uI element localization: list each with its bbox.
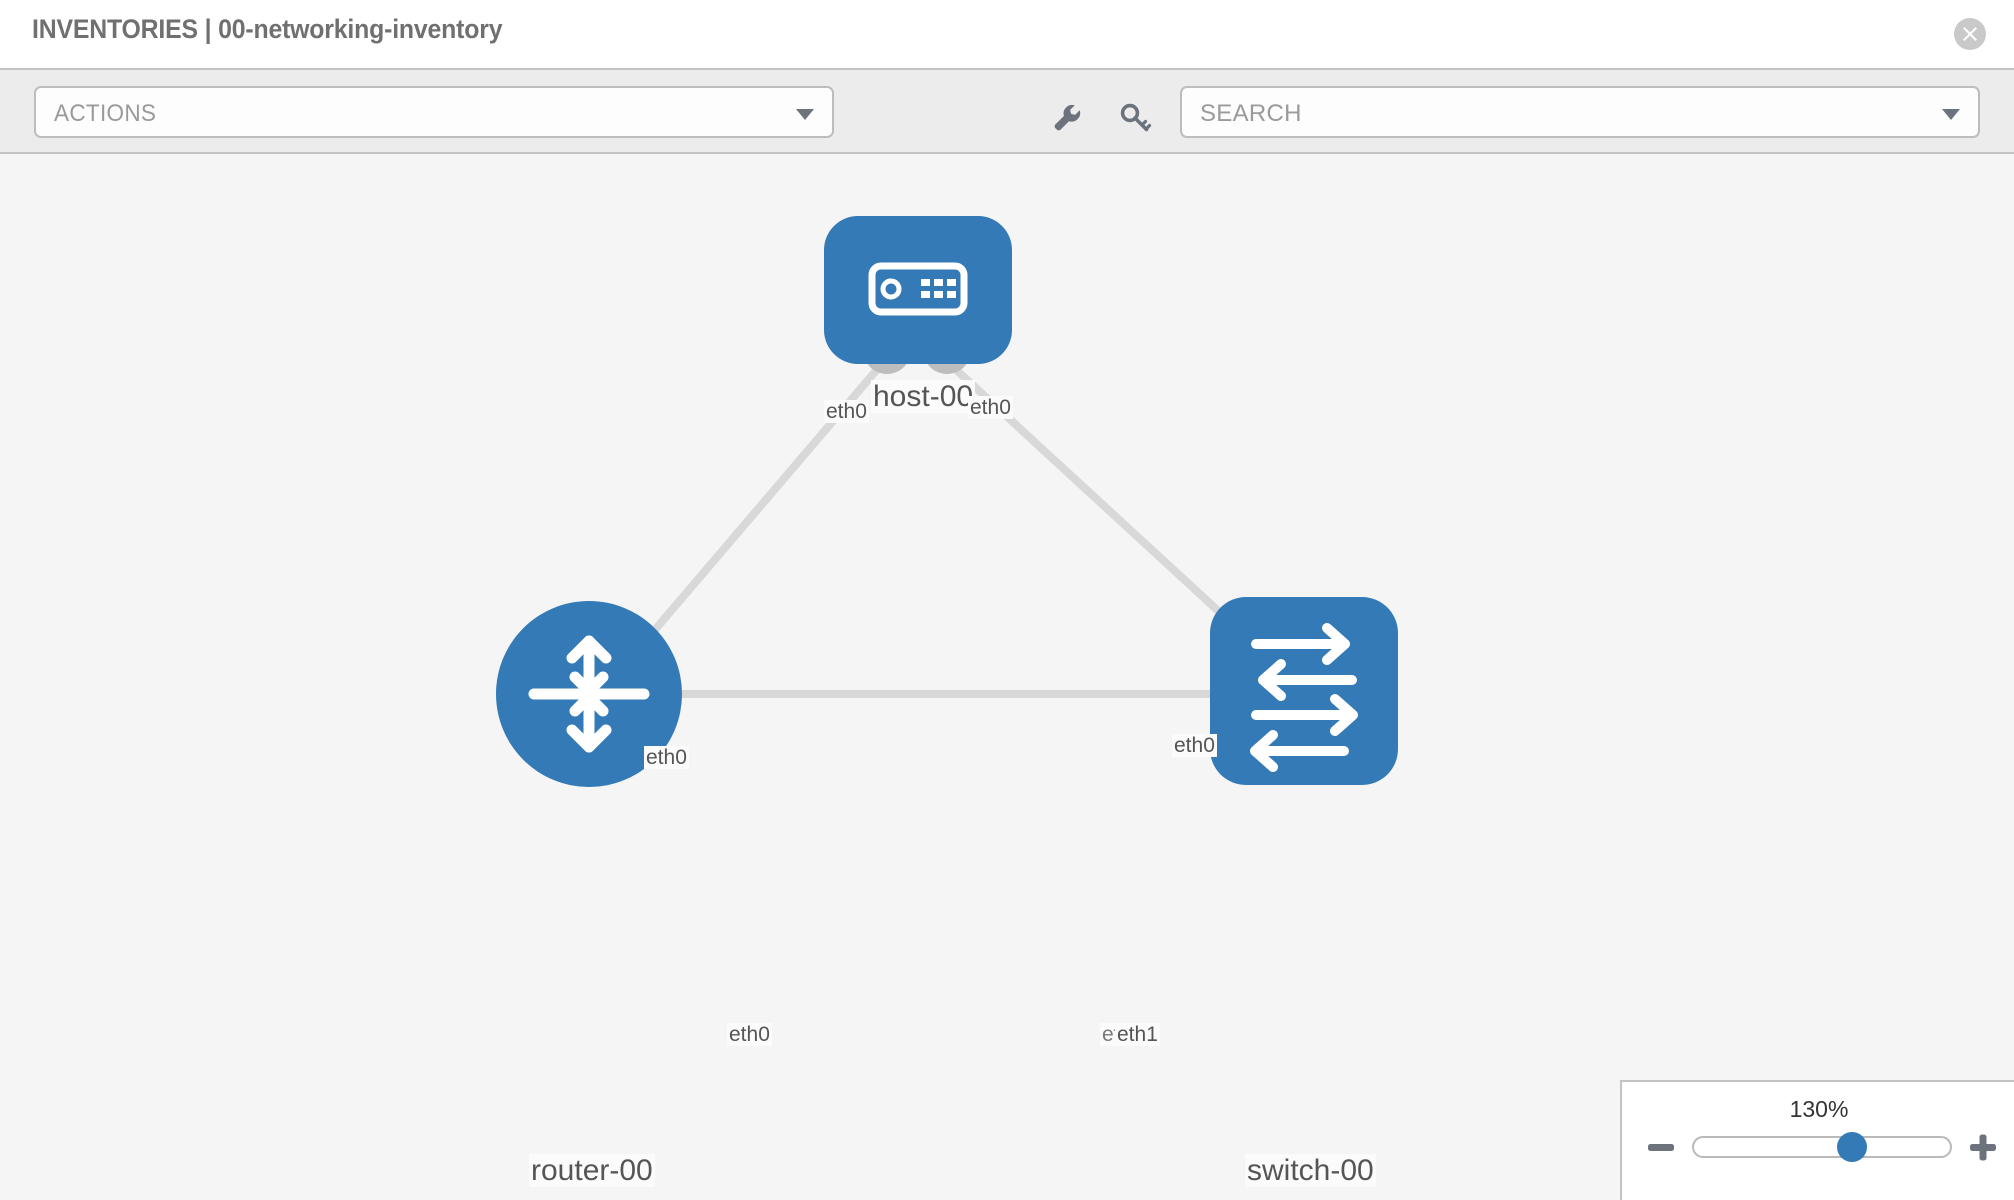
toolbar: ACTIONS (0, 68, 2014, 154)
page-title: INVENTORIES | 00-networking-inventory (32, 14, 503, 44)
edge-label-router-up-eth0: eth0 (644, 746, 689, 770)
key-icon-glyph (1120, 103, 1152, 132)
edge-label-switch-left-eth1: eth1 (1115, 1023, 1160, 1047)
server-icon (868, 262, 968, 316)
topology-links (626, 363, 1255, 698)
node-switch-00[interactable] (1210, 597, 1398, 785)
node-label-host-00: host-00 (871, 380, 976, 413)
search-input[interactable] (1198, 96, 1902, 132)
edge-label-switch-up-eth0: eth0 (1172, 734, 1217, 758)
wrench-icon-glyph (1054, 104, 1081, 131)
search-dropdown[interactable] (1180, 86, 1980, 138)
actions-dropdown-label: ACTIONS (54, 100, 157, 127)
zoom-percent-label: 130% (1789, 1096, 1849, 1122)
plus-icon-glyph (1970, 1134, 1996, 1161)
topology-canvas[interactable]: host-00 router-00 switch-00 eth0 eth0 et… (0, 154, 2014, 1200)
zoom-slider-thumb[interactable] (1836, 1132, 1867, 1162)
actions-dropdown[interactable]: ACTIONS (34, 86, 834, 138)
node-router-00[interactable] (496, 601, 682, 787)
minus-icon[interactable] (1644, 1130, 1678, 1164)
page-header: INVENTORIES | 00-networking-inventory (0, 0, 2014, 68)
wrench-icon[interactable] (1047, 98, 1087, 138)
node-label-router-00: router-00 (529, 1154, 655, 1187)
key-icon[interactable] (1115, 98, 1155, 138)
close-icon-glyph (1963, 27, 1977, 41)
router-arrows-icon (528, 635, 650, 753)
switch-arrows-icon (1250, 623, 1358, 772)
chevron-down-icon (796, 109, 814, 120)
zoom-control-panel: 130% (1620, 1080, 2014, 1200)
zoom-slider-track[interactable] (1692, 1136, 1952, 1158)
node-host-00[interactable] (824, 216, 1012, 364)
close-icon[interactable] (1954, 18, 1986, 50)
plus-icon[interactable] (1966, 1130, 2000, 1164)
chevron-down-icon (1942, 109, 1960, 120)
minus-icon-glyph (1648, 1144, 1674, 1151)
topology-graph (496, 216, 1398, 787)
edge-label-host-left-eth0: eth0 (824, 400, 869, 424)
edge-label-host-right-eth0: eth0 (968, 396, 1013, 420)
node-label-switch-00: switch-00 (1245, 1154, 1376, 1187)
edge-label-router-right-eth0: eth0 (727, 1023, 772, 1047)
